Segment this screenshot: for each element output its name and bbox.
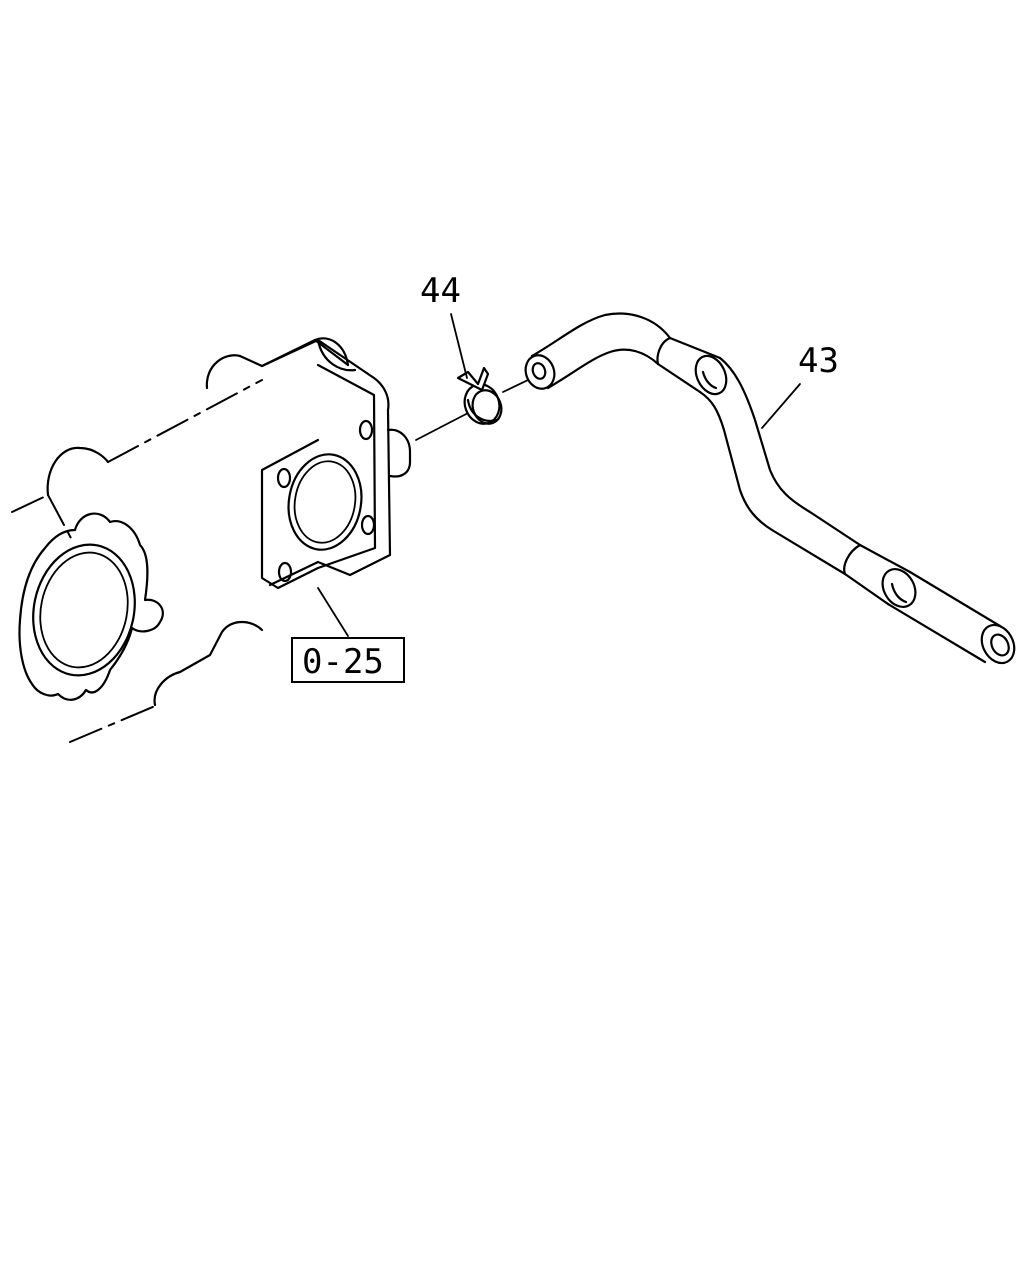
leader-ref (317, 587, 349, 637)
reference-box: 0-25 (291, 637, 405, 683)
gasket-flange (18, 512, 164, 701)
hose (524, 312, 1016, 665)
reference-label: 0-25 (302, 642, 384, 682)
leader-44 (450, 313, 468, 379)
callout-44-label: 44 (420, 271, 461, 311)
callout-43-label: 43 (798, 341, 839, 381)
leader-43 (761, 383, 801, 429)
engine-housing (11, 337, 412, 743)
hose-clamp (415, 366, 529, 441)
